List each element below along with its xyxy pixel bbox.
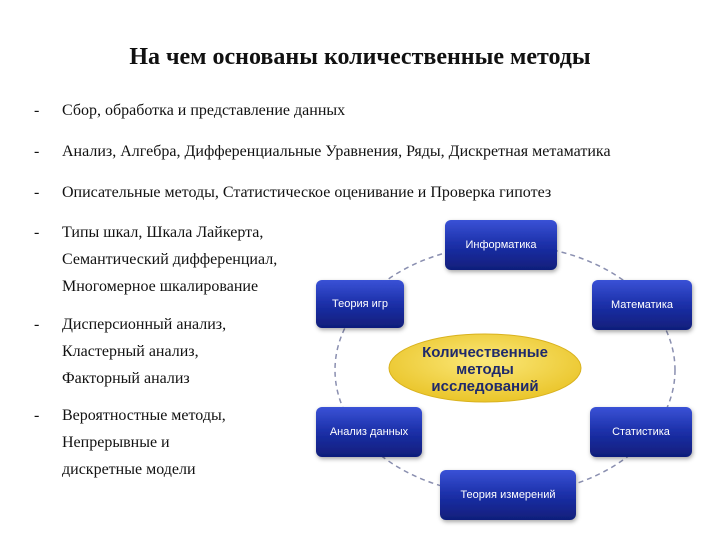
- connection-ring: [334, 244, 676, 496]
- center-label-line: методы: [456, 361, 514, 378]
- bullet-text: Сбор, обработка и представление данных: [62, 102, 346, 119]
- bullet-text: Вероятностные методы,: [62, 407, 226, 424]
- node-label: Информатика: [465, 239, 537, 251]
- center-node: Количественные методы исследований: [388, 333, 582, 403]
- node-matematika: Математика: [592, 280, 692, 330]
- node-label: Математика: [611, 299, 674, 311]
- bullet-text: Кластерный анализ,: [62, 343, 199, 360]
- bullet-dash: -: [34, 143, 40, 160]
- bullet-text: дискретные модели: [62, 461, 196, 478]
- bullet-text: Многомерное шкалирование: [62, 278, 259, 295]
- bullet-text: Описательные методы, Статистическое оцен…: [62, 184, 552, 201]
- bullet-text: Типы шкал, Шкала Лайкерта,: [62, 224, 264, 241]
- bullet-dash: -: [34, 316, 40, 333]
- node-statistika: Статистика: [590, 407, 692, 457]
- node-label: Теория игр: [332, 298, 388, 310]
- page-title: На чем основаны количественные методы: [129, 44, 591, 70]
- node-label: Анализ данных: [330, 426, 409, 438]
- node-teoriya-igr: Теория игр: [316, 280, 404, 328]
- bullet-text: Непрерывные и: [62, 434, 170, 451]
- center-label-line: исследований: [431, 378, 538, 395]
- bullet-text: Анализ, Алгебра, Дифференциальные Уравне…: [62, 143, 611, 160]
- node-label: Статистика: [612, 426, 671, 438]
- bullet-dash: -: [34, 224, 40, 241]
- node-informatika: Информатика: [445, 220, 557, 270]
- node-analiz-dannyh: Анализ данных: [316, 407, 422, 457]
- center-label-line: Количественные: [422, 344, 548, 361]
- bullet-dash: -: [34, 184, 40, 201]
- bullet-dash: -: [34, 407, 40, 424]
- bullet-text: Дисперсионный анализ,: [62, 316, 227, 333]
- node-label: Теория измерений: [460, 489, 555, 501]
- bullet-text: Семантический дифференциал,: [62, 251, 278, 268]
- node-teoriya-izmereniy: Теория измерений: [440, 470, 576, 520]
- bullet-text: Факторный анализ: [62, 370, 190, 387]
- bullet-dash: -: [34, 102, 40, 119]
